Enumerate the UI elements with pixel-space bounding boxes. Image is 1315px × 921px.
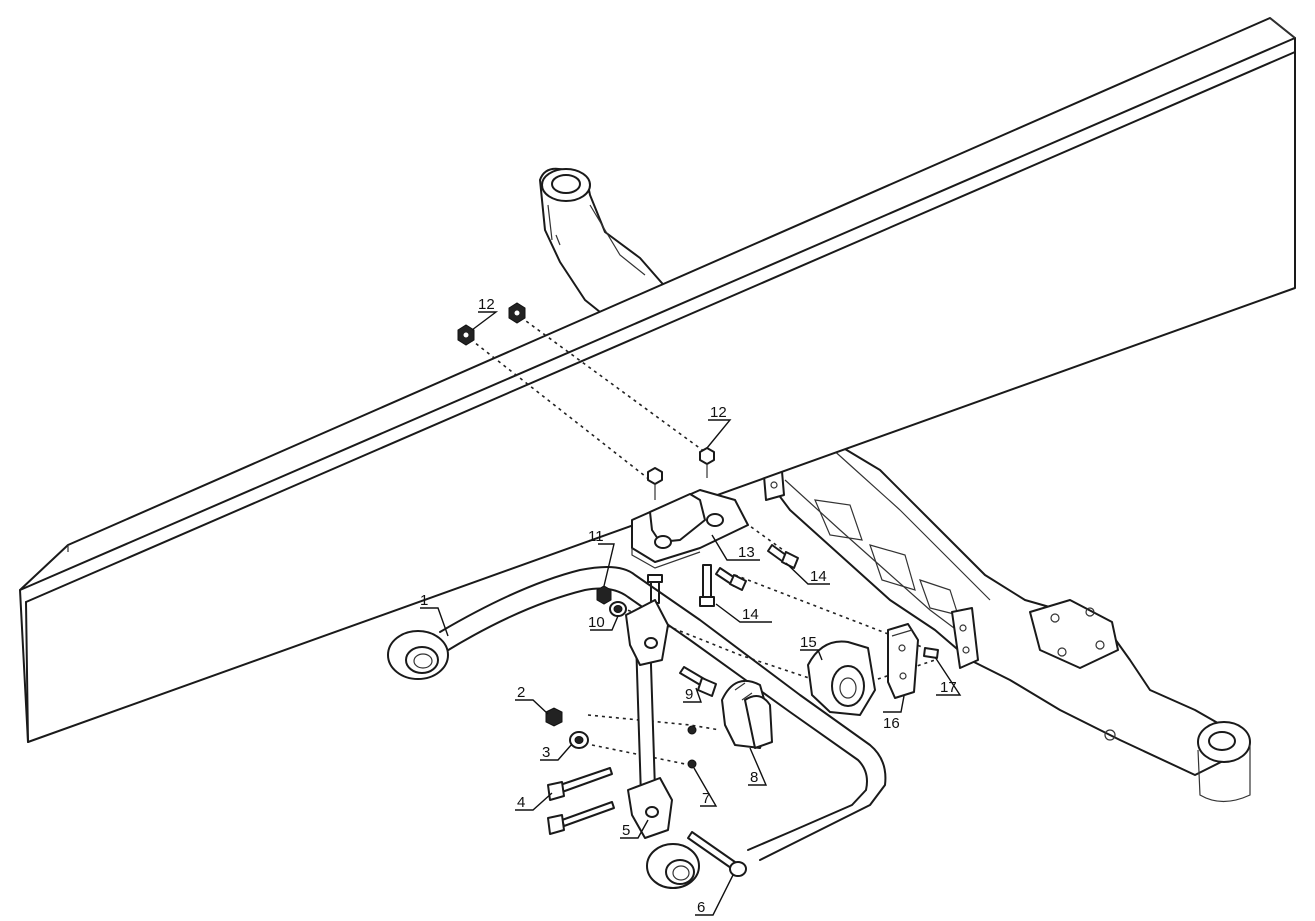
bolt-4	[547, 767, 615, 835]
pin-7	[687, 725, 697, 769]
bolt-14-lower	[699, 564, 715, 607]
callout-12-upper: 12	[478, 296, 495, 313]
callout-1: 1	[420, 592, 428, 609]
callout-2: 2	[517, 684, 525, 701]
frame-side-rail	[19, 17, 1296, 743]
bolt-6	[687, 831, 747, 877]
bolt-17	[923, 647, 939, 659]
callout-7: 7	[702, 790, 710, 807]
bracket-13	[631, 489, 749, 569]
bolt-14-right	[767, 544, 799, 569]
leader-lines	[420, 311, 962, 916]
nut-12-upper-right	[508, 302, 526, 324]
callout-5: 5	[622, 822, 630, 839]
callout-15: 15	[800, 634, 817, 651]
callout-9: 9	[685, 686, 693, 703]
front-axle-beam	[539, 167, 1251, 803]
bolt-9	[679, 666, 717, 697]
nut-11	[596, 585, 612, 605]
callout-13: 13	[738, 544, 755, 561]
callout-14-lower: 14	[742, 606, 759, 623]
callout-8: 8	[750, 769, 758, 786]
stabilizer-bar-1	[387, 565, 887, 889]
callout-10: 10	[588, 614, 605, 631]
callout-16: 16	[883, 715, 900, 732]
callout-4: 4	[517, 794, 525, 811]
callout-11: 11	[588, 528, 604, 545]
rubber-bushing-15	[807, 640, 876, 716]
clamp-bracket-8	[721, 680, 773, 749]
nut-2	[545, 707, 563, 727]
clamp-plate-16	[887, 623, 919, 699]
callout-14-upper: 14	[810, 568, 827, 585]
link-strap-5	[625, 599, 673, 839]
nut-12-lower-pair	[647, 447, 715, 500]
callout-labels: 1 2 3 4 5 6 7 8 9 10 11 12 12 13 14 14 1…	[420, 296, 957, 916]
callout-17: 17	[940, 679, 957, 696]
bolt-upper-stud	[647, 574, 663, 604]
washer-3	[569, 731, 589, 749]
nut-12-upper-left	[457, 324, 475, 346]
callout-6: 6	[697, 899, 705, 916]
bolt-14-middle	[715, 567, 747, 591]
washer-10	[609, 601, 627, 617]
callout-12-lower: 12	[710, 404, 727, 421]
callout-3: 3	[542, 744, 550, 761]
